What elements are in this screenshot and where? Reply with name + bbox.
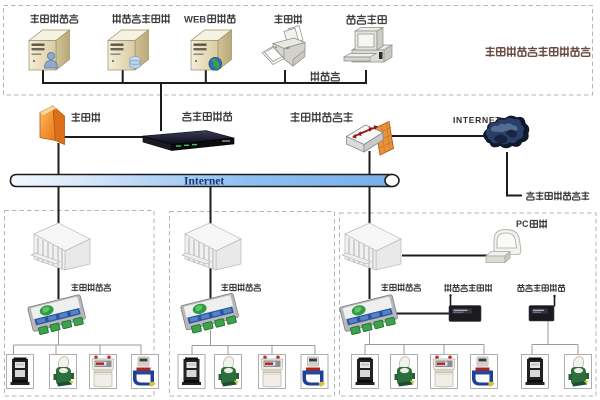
svg-text:WEB: WEB xyxy=(184,15,206,26)
svg-text:INTERNET: INTERNET xyxy=(453,115,501,125)
svg-text:Internet: Internet xyxy=(184,176,224,188)
svg-text:PC: PC xyxy=(516,219,529,229)
